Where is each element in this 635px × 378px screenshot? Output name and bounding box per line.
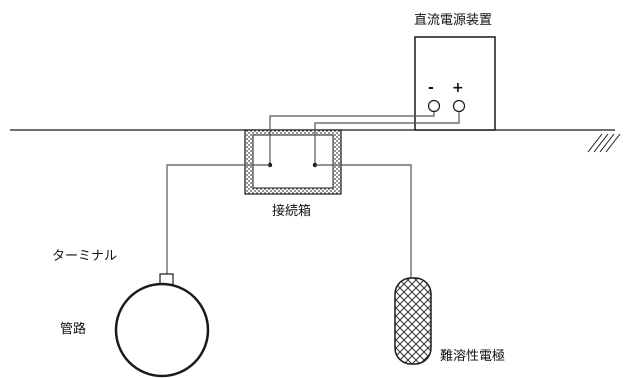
junction-box-inner <box>252 134 334 189</box>
ground-hatch-symbol <box>587 133 621 153</box>
negative-supply-wire <box>269 112 435 165</box>
pipe-label: 管路 <box>60 321 86 337</box>
positive-terminal-sign: + <box>452 80 464 96</box>
junction-box-label: 接続箱 <box>272 203 311 219</box>
insoluble-electrode <box>394 277 432 365</box>
power-supply-label: 直流電源装置 <box>414 13 492 28</box>
electrode-label: 難溶性電極 <box>440 348 505 364</box>
dc-power-supply <box>414 36 496 131</box>
terminal-label: ターミナル <box>52 249 117 264</box>
positive-supply-wire <box>314 112 460 165</box>
negative-terminal-sign: - <box>428 80 434 96</box>
positive-terminal <box>452 99 466 113</box>
pipe-cross-section <box>114 282 210 378</box>
negative-terminal <box>427 99 441 113</box>
pipe-lead-wire <box>166 164 270 274</box>
electrode-lead-wire <box>315 164 412 278</box>
